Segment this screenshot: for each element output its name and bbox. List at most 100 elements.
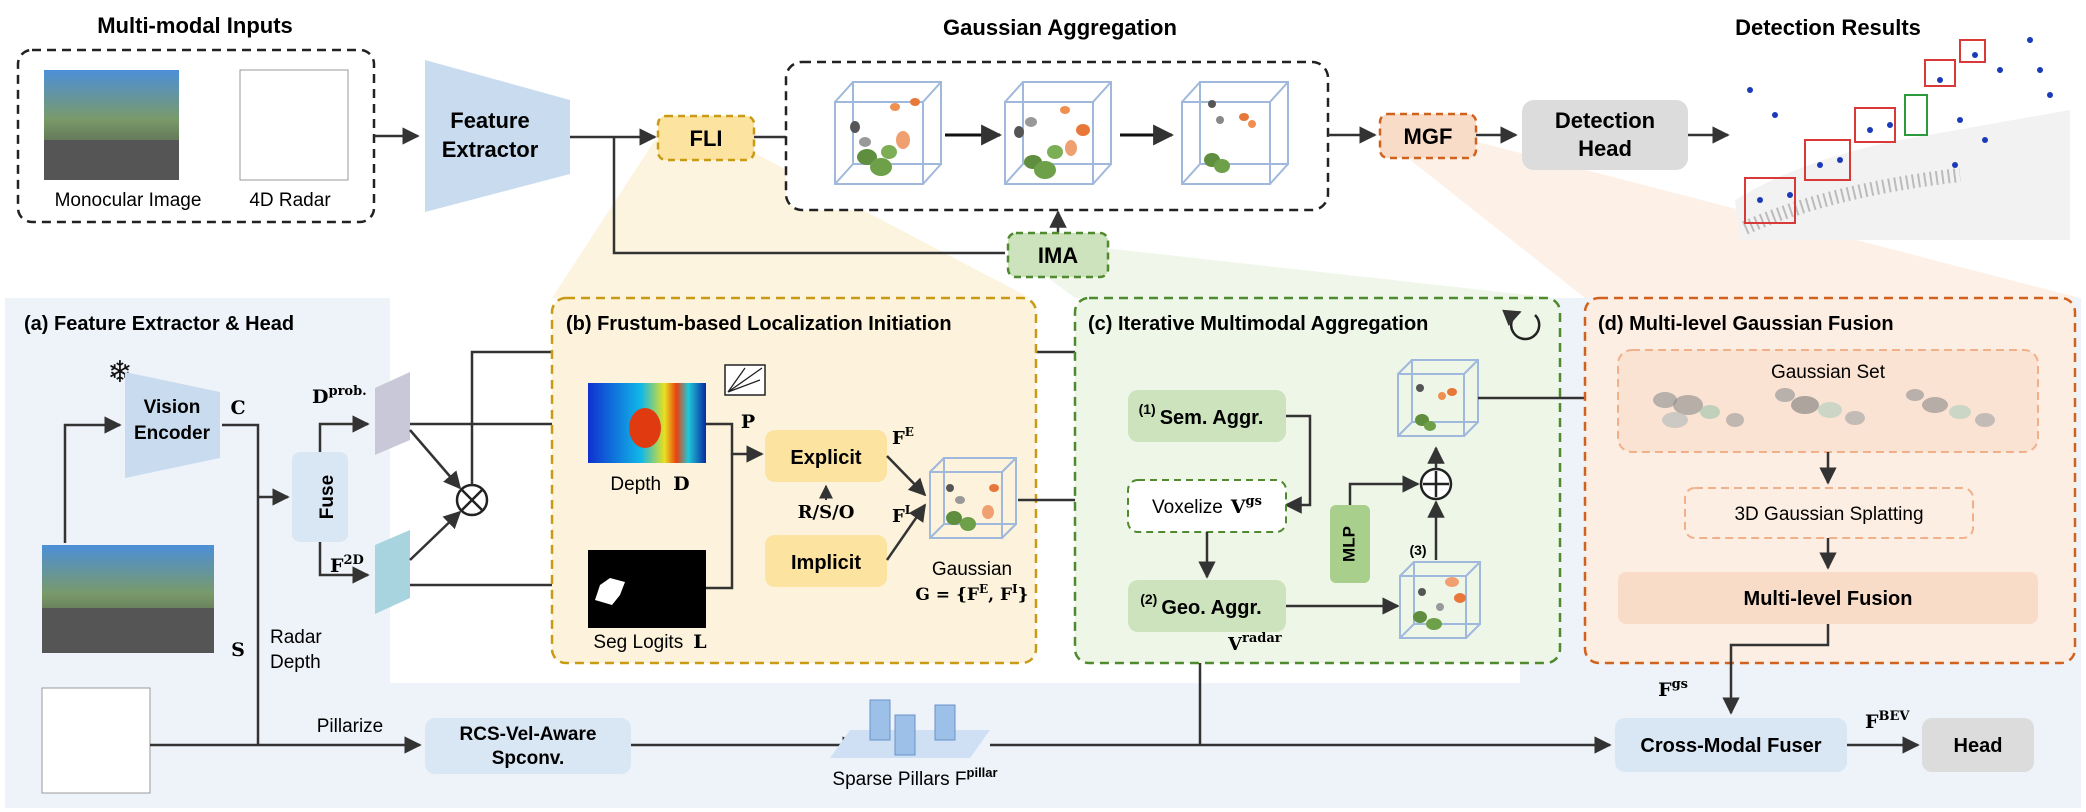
- fe-label: FE: [892, 425, 914, 449]
- frustum-icon: [724, 364, 766, 396]
- fi-label: FI: [892, 503, 911, 527]
- mgf-label: MGF: [1404, 124, 1453, 149]
- sum-cross: [1423, 471, 1449, 497]
- mlp-box[interactable]: [1330, 505, 1370, 583]
- mgf-zoom-cone: [1385, 140, 2080, 298]
- implicit-label: Implicit: [791, 552, 861, 574]
- arrow-dprob-to-product: [409, 429, 462, 490]
- aggregation-box: [784, 60, 1330, 212]
- gaussian-set-label: Gaussian Set: [1771, 362, 1886, 383]
- vradar-label: Vradar: [1227, 631, 1282, 655]
- fgs-label: Fgs: [1658, 677, 1688, 701]
- fuse-box[interactable]: [292, 452, 348, 542]
- radar-depth-label-1: Radar: [270, 627, 322, 648]
- results-title: Detection Results: [1735, 15, 1921, 40]
- arrow-fuse-to-dprob: [318, 415, 370, 452]
- arrow-fuse-to-f2d: [318, 542, 370, 584]
- cross-modal-fuser-box[interactable]: [1615, 718, 1847, 772]
- monocular-image-road: [44, 140, 179, 180]
- f2d-label: F2D: [330, 553, 364, 577]
- seg-logits-mask: [595, 578, 625, 605]
- detection-results-image: [1735, 37, 2070, 240]
- arrow-image-to-encoder: [63, 416, 122, 543]
- feature-extractor-label-2: Extractor: [442, 137, 539, 162]
- feature-extractor-label-1: Feature: [450, 108, 529, 133]
- panel-d-title: (d) Multi-level Gaussian Fusion: [1598, 313, 1894, 335]
- rcs-label-1: RCS-Vel-Aware: [460, 724, 597, 745]
- radar-caption: 4D Radar: [249, 190, 331, 211]
- step3-label: (3): [1409, 542, 1426, 558]
- implicit-box[interactable]: [765, 535, 887, 587]
- gaussian-cube-3: [1181, 81, 1289, 185]
- c-label: C: [230, 397, 245, 419]
- gaussian-formula: G = {FE, FI}: [915, 582, 1028, 605]
- explicit-box[interactable]: [765, 430, 887, 482]
- arrow-explicit-to-gaussian: [886, 455, 927, 497]
- mono-caption: Monocular Image: [55, 190, 202, 211]
- outer-product-cross: [460, 488, 484, 512]
- rso-label: R/S/O: [798, 502, 855, 523]
- rcs-label-2: Spconv.: [492, 748, 565, 769]
- geo-aggr-box[interactable]: [1128, 580, 1286, 632]
- panel-b-title: (b) Frustum-based Localization Initiatio…: [566, 313, 952, 335]
- splatting-label: 3D Gaussian Splatting: [1734, 504, 1923, 525]
- arrow-f2d-to-product: [409, 510, 462, 561]
- gaussian-set-blobs: [1653, 388, 1995, 428]
- arrow-mlp-to-sum: [1348, 475, 1420, 505]
- fli-box[interactable]: [656, 114, 756, 162]
- arrow-sem-to-voxelize: [1284, 414, 1312, 514]
- sem-aggr-label: (1)Sem. Aggr.: [1139, 401, 1264, 429]
- radar-points-image: [239, 69, 349, 181]
- mgf-box[interactable]: [1378, 112, 1478, 160]
- gaussian-cube-c-bottom: [1399, 561, 1481, 639]
- detection-head-label-1: Detection: [1555, 108, 1655, 133]
- mlp-label: MLP: [1339, 526, 1358, 562]
- head-box[interactable]: [1922, 718, 2034, 772]
- ima-zoom-cone: [1008, 248, 1555, 298]
- cross-modal-fuser-label: Cross-Modal Fuser: [1640, 735, 1821, 757]
- gaussian-cube-2: [1004, 81, 1112, 185]
- gaussian-caption: Gaussian: [932, 559, 1012, 580]
- fbev-label: FBEV: [1865, 709, 1910, 733]
- iterate-loop-icon: [1502, 309, 1541, 341]
- feature-extractor-shape: [425, 60, 570, 212]
- fli-zoom-cone: [552, 140, 1030, 298]
- detection-head-box[interactable]: [1522, 100, 1688, 170]
- vision-encoder-shape: [125, 372, 220, 478]
- gaussian-cube-1: [834, 81, 942, 185]
- detection-head-label-2: Head: [1578, 136, 1632, 161]
- multi-level-fusion-box[interactable]: [1618, 572, 2038, 624]
- arrow-encoder-to-fuse: [222, 423, 260, 745]
- panel-a-title: (a) Feature Extractor & Head: [24, 313, 294, 335]
- arrow-implicit-to-gaussian: [885, 503, 927, 561]
- sem-aggr-box[interactable]: [1128, 390, 1286, 442]
- arrow-seg-to-explicit: [706, 454, 734, 590]
- aggregation-title: Gaussian Aggregation: [943, 15, 1177, 40]
- f2d-feature-map: [375, 530, 410, 614]
- vision-encoder-label-2: Encoder: [134, 423, 211, 444]
- dprob-feature-map: [375, 372, 410, 455]
- vision-encoder-label-1: Vision: [144, 397, 201, 418]
- dprob-label: Dprob.: [312, 384, 367, 408]
- head-label: Head: [1954, 735, 2003, 757]
- sparse-pillars-label: Sparse Pillars Fpillar: [832, 765, 997, 790]
- gaussian-cube-b: [929, 457, 1017, 539]
- splatting-box[interactable]: [1684, 487, 1974, 539]
- ima-box[interactable]: [1006, 231, 1110, 279]
- inputs-title: Multi-modal Inputs: [97, 13, 293, 38]
- ima-label: IMA: [1038, 243, 1078, 268]
- panel-a-radar-image: [41, 687, 151, 794]
- arrow-fusion-to-fuser: [1722, 624, 1830, 715]
- fuse-label: Fuse: [317, 475, 338, 519]
- gaussian-cube-c-top: [1397, 359, 1479, 437]
- depth-map-hotspot: [629, 408, 661, 448]
- arrow-extractor-to-ima: [612, 137, 1005, 255]
- multi-level-fusion-label: Multi-level Fusion: [1744, 588, 1913, 610]
- geo-aggr-label: (2)Geo. Aggr.: [1140, 591, 1262, 619]
- rcs-vel-aware-box[interactable]: [425, 718, 631, 774]
- panel-c-box: [1073, 296, 1562, 665]
